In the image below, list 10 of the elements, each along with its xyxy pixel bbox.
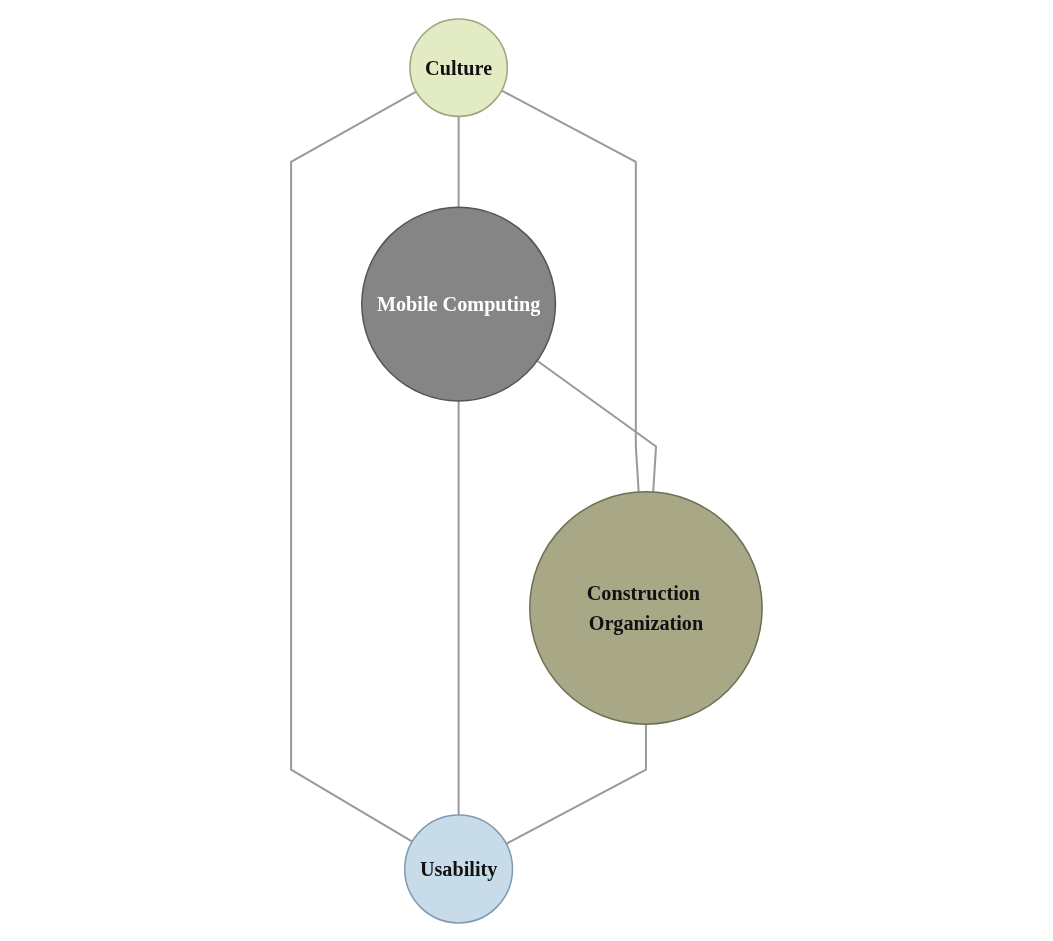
node-circle: Construction Organization	[528, 490, 763, 725]
connector	[290, 90, 417, 842]
connector	[505, 723, 647, 845]
connector	[457, 115, 460, 207]
node-circle: Culture	[409, 17, 508, 117]
node-circle: Mobile Computing	[360, 206, 557, 402]
connector	[501, 89, 640, 492]
connector	[536, 359, 657, 492]
connector	[457, 400, 460, 815]
node-circle: Usability	[403, 813, 514, 924]
